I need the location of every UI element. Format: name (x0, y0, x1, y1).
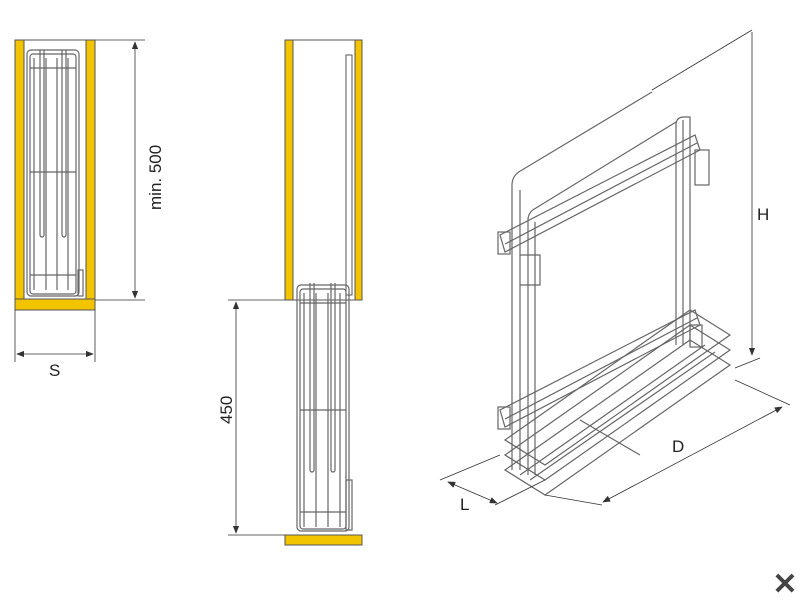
isometric-basket-view (497, 91, 732, 496)
close-button[interactable]: ✕ (772, 568, 798, 601)
open-cabinet-view (284, 39, 363, 546)
extension-label: 450 (217, 396, 236, 424)
height-label: H (757, 205, 769, 224)
dimension-length (439, 454, 546, 506)
dimension-depth (544, 379, 791, 506)
dimension-extension (228, 299, 285, 536)
dimension-width (14, 310, 96, 362)
dimension-min-height (95, 39, 145, 301)
depth-label: D (672, 437, 684, 456)
length-label: L (460, 495, 469, 514)
closed-cabinet-view (14, 39, 96, 311)
width-label: S (49, 361, 60, 380)
dimension-height (651, 29, 761, 369)
min-height-label: min. 500 (146, 145, 165, 210)
